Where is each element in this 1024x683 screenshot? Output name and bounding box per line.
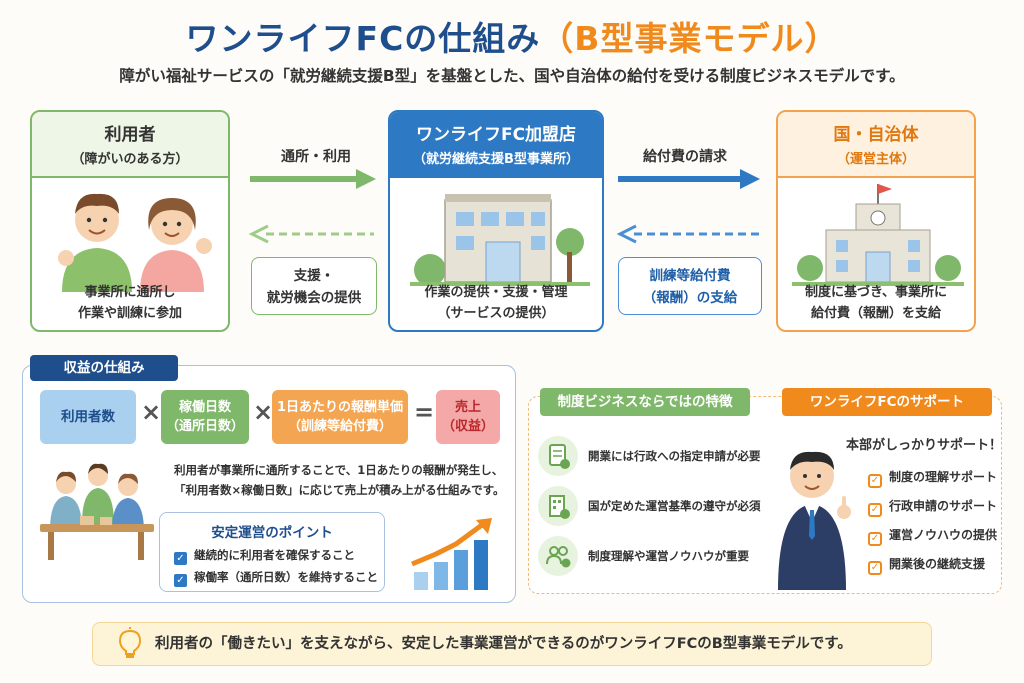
store-card-caption-1: 作業の提供・支援・管理 [424, 285, 568, 300]
checkbox-checked-icon: ✓ [868, 503, 882, 517]
support-item-1: ✓ 制度の理解サポート [868, 468, 997, 488]
support-item-2-label: 行政申請のサポート [889, 499, 998, 513]
formula-equals: = [414, 398, 435, 426]
feature-item-3: 制度理解や運営ノウハウが重要 [538, 536, 768, 580]
revenue-tag: 収益の仕組み [30, 355, 178, 381]
formula-days: 稼働日数 （通所日数） [161, 390, 249, 444]
store-card: ワンライフFC加盟店 （就労継続支援B型事業所） 作業の提供・支援・管理 （サー… [388, 110, 604, 332]
footer-text: 利用者の「働きたい」を支えながら、安定した事業運営ができるのがワンライフFCのB… [155, 636, 852, 652]
support-item-1-label: 制度の理解サポート [889, 470, 998, 484]
title-main: ワンライフFCの仕組み [185, 19, 541, 58]
formula-unit-price: 1日あたりの報酬単価 （訓練等給付費） [272, 390, 408, 444]
point-item-1-label: 継続的に利用者を確保すること [194, 548, 355, 562]
support-item-3: ✓ 運営ノウハウの提供 [868, 526, 997, 546]
flow-payment-line1: 訓練等給付費 [649, 268, 731, 284]
user-card-subtitle: （障がいのある方） [71, 152, 189, 167]
support-flow-box: 支援・ 就労機会の提供 [251, 257, 377, 315]
revenue-description: 利用者が事業所に通所することで、1日あたりの報酬が発生し、 「利用者数×稼働日数… [174, 460, 510, 500]
title-accent: （B型事業モデル） [540, 19, 839, 58]
user-card: 利用者 （障がいのある方） 事業所に通所し 作業や訓練に参加 [30, 110, 230, 332]
gov-card-title: 国・自治体 [833, 125, 919, 145]
building-check-icon [538, 486, 578, 526]
support-headline: 本部がしっかりサポート！ [846, 438, 1003, 453]
formula-days-line1: 稼働日数 [178, 400, 231, 415]
user-card-caption-2: 作業や訓練に参加 [77, 306, 182, 321]
points-title: 安定運営のポイント [211, 525, 333, 541]
features-tag: 制度ビジネスならではの特徴 [540, 388, 750, 416]
checkbox-checked-icon: ✓ [868, 532, 882, 546]
point-item-1: ✓ 継続的に利用者を確保すること [174, 547, 355, 565]
support-tag: ワンライフFCのサポート [782, 388, 992, 416]
gov-card-header: 国・自治体 （運営主体） [778, 112, 974, 178]
store-card-subtitle: （就労継続支援B型事業所） [413, 152, 579, 167]
feature-item-3-label: 制度理解や運営ノウハウが重要 [588, 549, 749, 563]
features-support-panel [528, 396, 1002, 594]
formula-sales-line2: （収益） [441, 419, 494, 434]
people-knowhow-icon [538, 536, 578, 576]
flow-support-line2: 就労機会の提供 [266, 290, 362, 306]
revenue-desc-line2: 「利用者数×稼働日数」に応じて売上が積み上がる仕組みです。 [174, 483, 505, 497]
formula-users: 利用者数 [40, 390, 136, 444]
feature-item-1-label: 開業には行政への指定申請が必要 [588, 449, 761, 463]
stable-operation-points: 安定運営のポイント ✓ 継続的に利用者を確保すること ✓ 稼働率（通所日数）を維持す… [159, 512, 385, 592]
formula-unit-price-line2: （訓練等給付費） [287, 419, 392, 434]
revenue-desc-line1: 利用者が事業所に通所することで、1日あたりの報酬が発生し、 [174, 463, 504, 477]
arrow-left-green-dashed-icon [248, 224, 374, 244]
users-illustration-icon [58, 193, 212, 292]
arrow-right-green-icon [250, 169, 376, 189]
user-card-header: 利用者 （障がいのある方） [32, 112, 228, 178]
businessman-icon [778, 451, 851, 590]
formula-days-line2: （通所日数） [165, 419, 244, 434]
support-item-2: ✓ 行政申請のサポート [868, 497, 997, 517]
formula-times-2: × [253, 398, 274, 426]
arrow-right-blue-icon [618, 169, 760, 189]
user-card-caption-1: 事業所に通所し [84, 285, 176, 300]
document-check-icon [538, 436, 578, 476]
office-building-icon [410, 194, 590, 286]
lightbulb-icon [118, 627, 142, 658]
page-subtitle: 障がい福祉サービスの「就労継続支援B型」を基盤とした、国や自治体の給付を受ける制… [119, 67, 905, 85]
gov-card-subtitle: （運営主体） [836, 152, 915, 167]
arrow-left-blue-dashed-icon [616, 224, 760, 244]
support-item-4-label: 開業後の継続支援 [889, 557, 986, 571]
store-card-title: ワンライフFC加盟店 [415, 125, 577, 145]
checkbox-checked-icon: ✓ [868, 561, 882, 575]
gov-card: 国・自治体 （運営主体） 制度に基づき、事業所に 給付費（報酬）を支給 [776, 110, 976, 332]
store-card-caption-2: （サービスの提供） [437, 306, 555, 321]
government-building-icon [792, 184, 964, 286]
gov-card-caption-2: 給付費（報酬）を支給 [810, 306, 941, 321]
point-item-2-label: 稼働率（通所日数）を維持すること [194, 570, 378, 584]
point-item-2: ✓ 稼働率（通所日数）を維持すること [174, 569, 378, 587]
flow-payment-line2: （報酬）の支給 [642, 290, 738, 306]
formula-sales-line1: 売上 [454, 400, 481, 415]
store-card-header: ワンライフFC加盟店 （就労継続支援B型事業所） [390, 112, 602, 178]
formula-unit-price-line1: 1日あたりの報酬単価 [276, 400, 404, 415]
checkbox-checked-icon: ✓ [174, 552, 187, 565]
gov-card-caption-1: 制度に基づき、事業所に [804, 285, 948, 300]
flow-user-to-store-label: 通所・利用 [281, 149, 351, 165]
checkbox-checked-icon: ✓ [868, 474, 882, 488]
checkbox-checked-icon: ✓ [174, 574, 187, 587]
footer-banner: 利用者の「働きたい」を支えながら、安定した事業運営ができるのがワンライフFCのB… [92, 622, 932, 666]
payment-flow-box: 訓練等給付費 （報酬）の支給 [618, 257, 762, 315]
people-at-table-icon [40, 463, 154, 560]
page-title: ワンライフFCの仕組み（B型事業モデル） [0, 12, 1024, 60]
user-card-title: 利用者 [104, 125, 156, 145]
growth-chart-icon [411, 518, 492, 590]
support-item-3-label: 運営ノウハウの提供 [889, 528, 998, 542]
support-item-4: ✓ 開業後の継続支援 [868, 555, 985, 575]
feature-item-2: 国が定めた運営基準の遵守が必須 [538, 486, 768, 530]
formula-times-1: × [141, 398, 162, 426]
feature-item-1: 開業には行政への指定申請が必要 [538, 436, 768, 480]
flow-store-to-gov-label: 給付費の請求 [643, 149, 727, 165]
feature-item-2-label: 国が定めた運営基準の遵守が必須 [588, 499, 761, 513]
flow-support-line1: 支援・ [293, 268, 335, 284]
formula-sales: 売上 （収益） [436, 390, 500, 444]
